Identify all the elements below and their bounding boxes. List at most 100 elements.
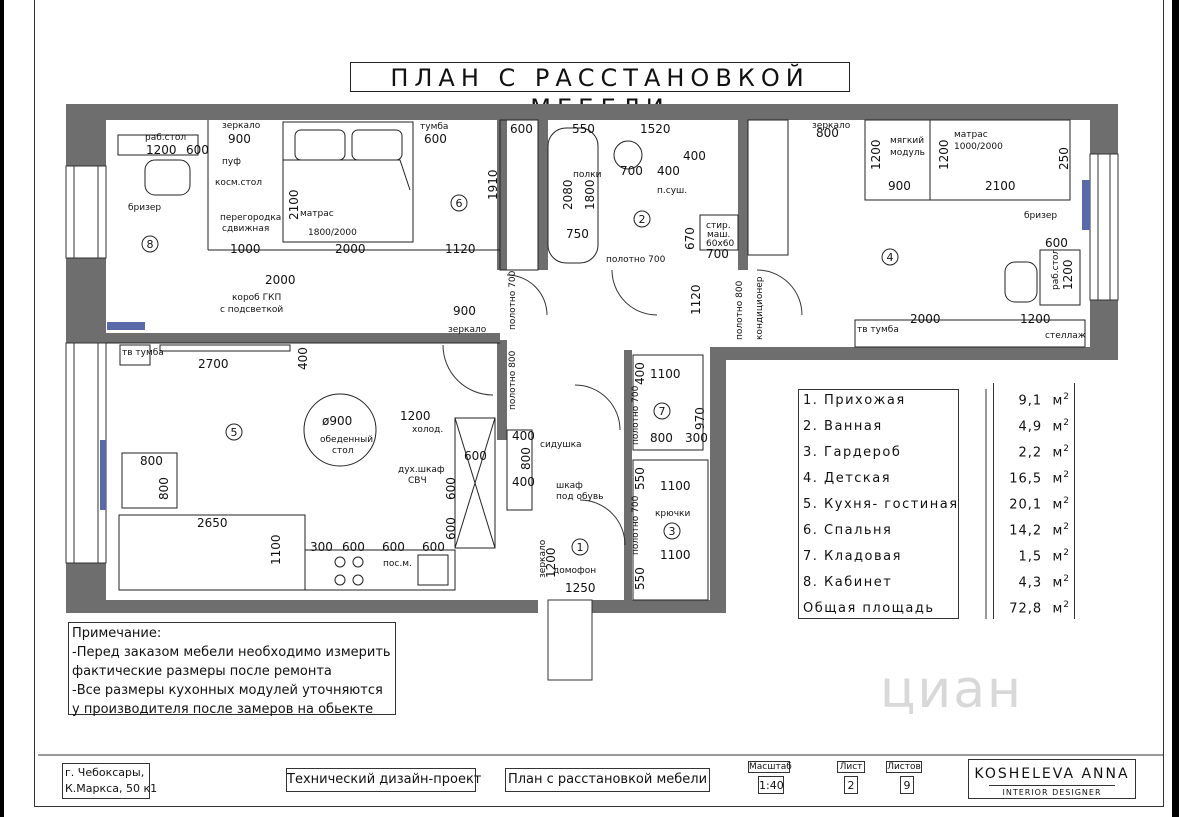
dim-1120: 1120	[445, 242, 476, 256]
label-myagkiy: мягкий	[890, 136, 924, 146]
note-line-3: -Все размеры кухонных модулей уточняются	[72, 683, 383, 698]
window-kids	[1089, 153, 1119, 301]
dim-600-desk: 600	[1045, 236, 1068, 250]
armchair	[121, 452, 178, 509]
wall-storage-right	[710, 347, 726, 613]
area-value: 2,2 м2	[1018, 444, 1070, 461]
dim-900-door: 900	[453, 304, 476, 318]
legend-row: 7. Кладовая	[803, 549, 902, 564]
stamp-sheets: 9	[900, 776, 914, 794]
pillow-right	[351, 129, 403, 161]
watermark: циан	[880, 660, 1024, 720]
label-puf: пуф	[222, 157, 241, 167]
kids-tv-stand	[854, 319, 1086, 348]
dim-550-dress: 550	[633, 467, 647, 490]
radiator-office	[107, 322, 145, 330]
note-heading: Примечание:	[72, 626, 162, 641]
note-line-2: фактические размеры после ремонта	[72, 664, 332, 679]
dim-2100-kids: 2100	[985, 179, 1016, 193]
partition-kitchen	[106, 333, 500, 343]
door-bedroom	[442, 344, 494, 396]
kids-bed	[929, 119, 1071, 201]
door-kids	[756, 269, 803, 316]
kids-desk	[1039, 249, 1081, 306]
designer-logo: KOSHELEVA ANNA INTERIOR DESIGNER	[968, 759, 1136, 799]
door-dressing	[579, 499, 626, 546]
dim-2700: 2700	[198, 357, 229, 371]
label-tv-tumba: тв тумба	[122, 348, 164, 358]
kitchen-counter	[304, 549, 456, 591]
dim-600-wardrobe: 600	[510, 122, 533, 136]
label-matras-kids-size: 1000/2000	[954, 142, 1003, 152]
dim-1100-dress: 1100	[660, 479, 691, 493]
area-value: 16,5 м2	[1009, 470, 1070, 487]
note-box: Примечание: -Перед заказом мебели необхо…	[68, 622, 396, 717]
label-obed-stol-2: стол	[332, 446, 353, 456]
dim-800: 800	[816, 126, 839, 140]
label-obed-stol: обеденный	[320, 435, 373, 445]
label-modul: модуль	[890, 148, 925, 158]
bed-double	[282, 121, 414, 243]
label-holod: холод.	[412, 425, 443, 435]
label-duh-shkaf: дух.шкаф	[398, 465, 445, 475]
label-polotno-800-hall: полотно 800	[508, 350, 518, 410]
stamp-street: К.Маркса, 50 к1	[65, 782, 158, 795]
dim-1100-dress-2: 1100	[660, 548, 691, 562]
dim-400-storage: 400	[633, 362, 647, 385]
dim-970: 970	[693, 407, 707, 430]
dim-table-diameter: ø900	[322, 414, 352, 428]
designer-role: INTERIOR DESIGNER	[1002, 788, 1102, 797]
stamp-scale-label: Масштаб	[748, 761, 792, 773]
dim-2000-kids: 2000	[910, 312, 941, 326]
wall-bottom-right	[592, 600, 726, 613]
stamp-address: г. Чебоксары, К.Маркса, 50 к1	[62, 763, 158, 799]
dim-600-cab: 600	[464, 449, 487, 463]
wall-mid-horizontal	[710, 347, 1118, 360]
dim-550-dress-2: 550	[633, 567, 647, 590]
stamp-sheet-name: План с расстановкой мебели	[505, 768, 710, 792]
room-number-6: 6	[456, 197, 463, 210]
tv-living	[159, 344, 291, 352]
label-kondicioner: кондиционер	[755, 276, 765, 340]
label-stir: стир.	[706, 221, 731, 231]
area-value: 1,5 м2	[1018, 548, 1070, 565]
walls	[66, 104, 1118, 613]
label-polki: полки	[573, 170, 602, 180]
wall-left-top	[66, 104, 106, 166]
label-rab-stol-kids: раб.стол	[1051, 249, 1061, 290]
label-peregorodka: перегородка	[220, 213, 281, 223]
stamp-city: г. Чебоксары,	[65, 766, 145, 779]
dim-1250: 1250	[565, 581, 596, 595]
area-total: 72,8 м2	[1009, 600, 1070, 617]
legend-row: 2. Ванная	[803, 419, 883, 434]
window-office	[65, 165, 107, 259]
door-bath	[611, 269, 658, 316]
bathtub	[547, 127, 599, 264]
dim-2650: 2650	[197, 516, 228, 530]
dim-1200-bed: 1200	[937, 139, 951, 170]
legend-total-label: Общая площадь	[803, 601, 935, 616]
dim-1100-storage: 1100	[650, 367, 681, 381]
label-polotno-700: полотно 700	[606, 255, 666, 265]
dim-2080: 2080	[561, 179, 575, 210]
dim-700: 700	[620, 164, 643, 178]
room-areas: 9,1 м2 4,9 м2 2,2 м2 16,5 м2 20,1 м2 14,…	[993, 383, 1075, 619]
kids-chair	[1004, 261, 1038, 303]
stamp-project: Технический дизайн-проект	[286, 768, 481, 792]
stamp-scale: 1:40	[758, 776, 784, 794]
dim-1800: 1800	[583, 179, 597, 210]
label-st-size: 60х60	[706, 239, 735, 249]
legend-row: 4. Детская	[803, 471, 892, 486]
washing-machine	[699, 214, 739, 251]
label-matras-kids: матрас	[954, 130, 988, 140]
label-sidushka: сидушка	[540, 440, 582, 450]
dim-1120-hall: 1120	[689, 284, 703, 315]
dim-400-hall-2: 400	[512, 475, 535, 489]
label-tumba: тумба	[420, 122, 448, 132]
dim-600-k3: 600	[422, 540, 445, 554]
wardrobe-shelves	[499, 119, 539, 271]
label-rab-stol: раб.стол	[145, 133, 186, 143]
label-domofon: домофон	[553, 566, 596, 576]
room-legend: 1. Прихожая 2. Ванная 3. Гардероб 4. Дет…	[798, 389, 959, 619]
